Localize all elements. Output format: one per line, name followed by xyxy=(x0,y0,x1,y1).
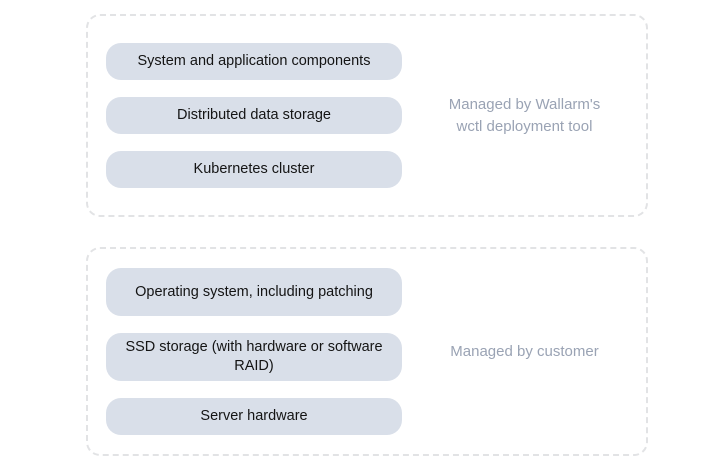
layer-pill-label-line-1: SSD storage (with hardware or xyxy=(125,339,324,355)
layer-pill-label-line-1: Operating system, including xyxy=(135,283,315,300)
zone-caption-line-1: Managed by customer xyxy=(450,342,599,360)
layer-pill-label: Server hardware xyxy=(200,408,308,424)
zone-managed-by-customer: Operating system, including patching SSD… xyxy=(86,247,648,456)
layer-pill-label: Distributed data storage xyxy=(177,107,331,123)
layer-pill-system-and-application-components: System and application components xyxy=(106,43,402,80)
layer-pill-ssd-storage: SSD storage (with hardware or software R… xyxy=(106,333,402,381)
layer-pill-kubernetes-cluster: Kubernetes cluster xyxy=(106,151,402,188)
zone-caption-wallarm: Managed by Wallarm's wctl deployment too… xyxy=(403,94,646,138)
layer-pill-label-line-2: patching xyxy=(318,283,373,300)
layer-pill-operating-system-including-patching: Operating system, including patching xyxy=(106,268,402,316)
layer-pill-label-line-2: software RAID) xyxy=(234,339,383,374)
layer-stack-wallarm: System and application components Distri… xyxy=(88,43,403,188)
zone-caption-customer: Managed by customer xyxy=(403,341,646,363)
layer-stack-customer: Operating system, including patching SSD… xyxy=(88,268,403,435)
layer-pill-server-hardware: Server hardware xyxy=(106,398,402,435)
zone-caption-line-1: Managed by Wallarm's xyxy=(448,95,601,113)
layer-pill-label: Kubernetes cluster xyxy=(193,161,315,177)
layer-pill-label: System and application components xyxy=(137,53,371,69)
layer-pill-distributed-data-storage: Distributed data storage xyxy=(106,97,402,134)
zone-caption-line-2: wctl deployment tool xyxy=(456,117,593,135)
zone-managed-by-wallarm: System and application components Distri… xyxy=(86,14,648,217)
